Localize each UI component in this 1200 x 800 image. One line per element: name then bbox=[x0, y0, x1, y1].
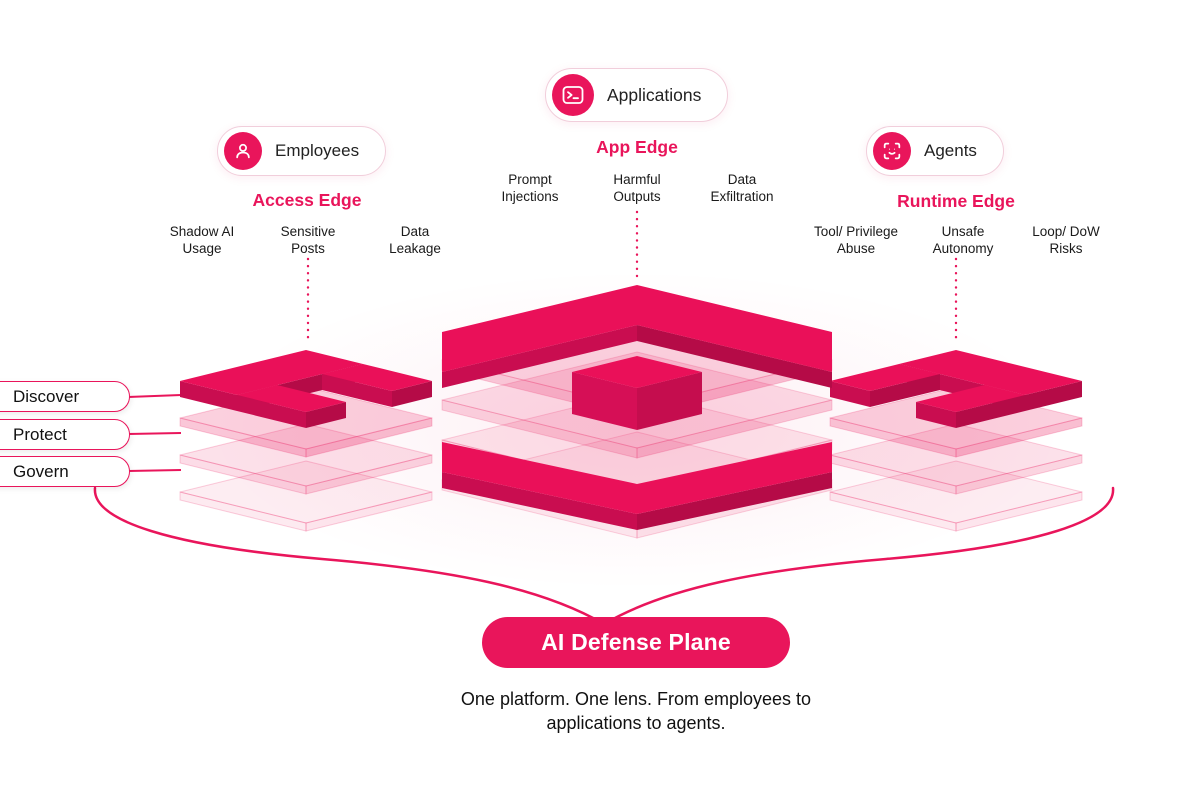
capability-label: Discover bbox=[13, 386, 80, 406]
dotted-connectors bbox=[306, 210, 958, 345]
risk-sensitive-posts: Sensitive Posts bbox=[280, 224, 336, 256]
risk-harmful-outputs: Harmful Outputs bbox=[613, 172, 661, 204]
face-scan-icon bbox=[873, 132, 911, 170]
ai-defense-plane-label: AI Defense Plane bbox=[541, 629, 731, 655]
access-stack-top-layer bbox=[180, 350, 432, 428]
app-stack-top-chevron bbox=[442, 285, 832, 388]
risk-shadow-ai-usage: Shadow AI Usage bbox=[169, 224, 235, 256]
person-icon bbox=[224, 132, 262, 170]
risk-prompt-injections: Prompt Injections bbox=[501, 172, 559, 204]
runtime-edge-title: Runtime Edge bbox=[897, 191, 1015, 211]
capability-pill-govern: Govern bbox=[0, 456, 130, 487]
access-edge-title: Access Edge bbox=[252, 190, 362, 210]
employees-badge-label: Employees bbox=[275, 141, 360, 160]
applications-badge: Applications bbox=[545, 68, 729, 122]
risk-data-leakage: Data Leakage bbox=[389, 224, 441, 256]
agents-badge-label: Agents bbox=[924, 141, 977, 160]
runtime-stack-top-layer bbox=[830, 350, 1082, 428]
capability-pill-discover: Discover bbox=[0, 381, 130, 412]
risk-tool-privilege-abuse: Tool/ Privilege Abuse bbox=[813, 224, 899, 256]
app-stack-bottom-chevron bbox=[442, 442, 832, 530]
terminal-icon bbox=[552, 74, 594, 116]
plane-caption: One platform. One lens. From employees t… bbox=[460, 689, 812, 734]
risk-unsafe-autonomy: Unsafe Autonomy bbox=[932, 224, 994, 256]
defense-plane-brace bbox=[93, 486, 1115, 626]
ambient-glow bbox=[206, 270, 1066, 590]
risk-data-exfiltration: Data Exfiltration bbox=[710, 172, 774, 204]
employees-badge: Employees bbox=[217, 126, 387, 176]
app-edge-title: App Edge bbox=[596, 137, 678, 157]
applications-badge-label: Applications bbox=[607, 84, 702, 105]
ai-defense-plane-button: AI Defense Plane bbox=[482, 617, 790, 668]
capability-label: Protect bbox=[13, 424, 67, 444]
capability-pill-protect: Protect bbox=[0, 419, 130, 450]
capability-connectors bbox=[127, 394, 182, 472]
risk-loop-dow-risks: Loop/ DoW Risks bbox=[1032, 224, 1100, 256]
capability-label: Govern bbox=[13, 461, 69, 481]
app-stack-core-block bbox=[572, 356, 702, 430]
agents-badge: Agents bbox=[866, 126, 1004, 176]
